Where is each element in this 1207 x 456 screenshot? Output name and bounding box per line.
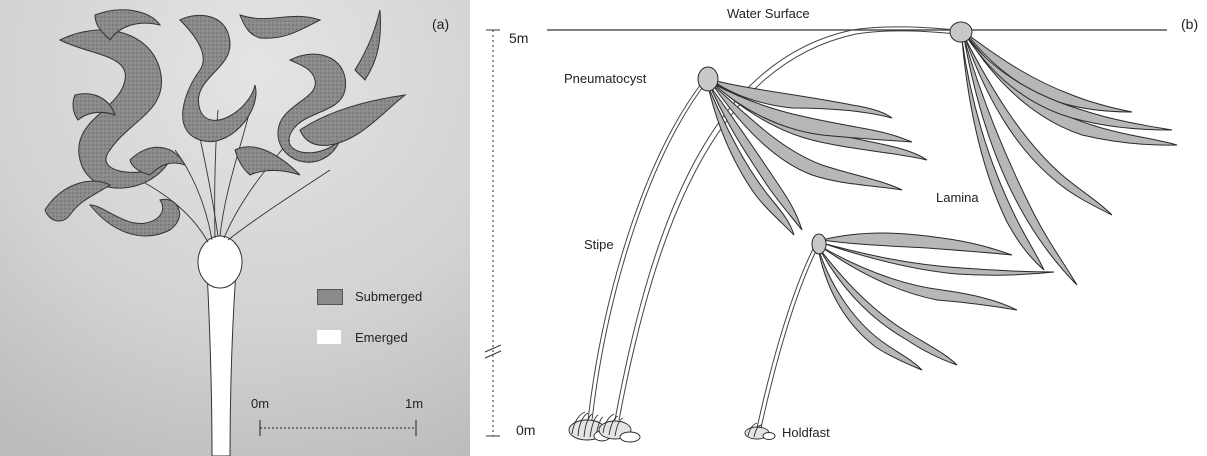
side-kelp-drawing [472, 0, 1207, 456]
pneumatocyst-label: Pneumatocyst [564, 72, 646, 85]
scale-end-label: 1m [405, 397, 423, 410]
panel-a-aerial-view: (a) Submerged Emerged 0m 1m [0, 0, 470, 456]
scale-start-label: 0m [251, 397, 269, 410]
panel-b-side-view: (b) Water Surface 5m 0m Pneumatocyst Sti… [472, 0, 1207, 456]
aerial-kelp-drawing [0, 0, 470, 456]
stipe-label: Stipe [584, 238, 614, 251]
legend-submerged-swatch [317, 289, 343, 305]
emerged-pneumatocyst [198, 236, 242, 288]
holdfast-label: Holdfast [782, 426, 830, 439]
holdfasts [569, 412, 775, 442]
lamina-label: Lamina [936, 191, 979, 204]
legend-emerged-label: Emerged [355, 331, 408, 344]
depth-top-label: 5m [509, 31, 528, 45]
legend-emerged-swatch [317, 330, 341, 344]
water-background [0, 0, 470, 456]
panel-a-label: (a) [432, 17, 449, 31]
panel-b-label: (b) [1181, 17, 1198, 31]
water-surface-label: Water Surface [727, 7, 810, 20]
depth-axis [485, 30, 501, 436]
legend-submerged-label: Submerged [355, 290, 422, 303]
depth-bottom-label: 0m [516, 423, 535, 437]
stipes [588, 27, 957, 428]
